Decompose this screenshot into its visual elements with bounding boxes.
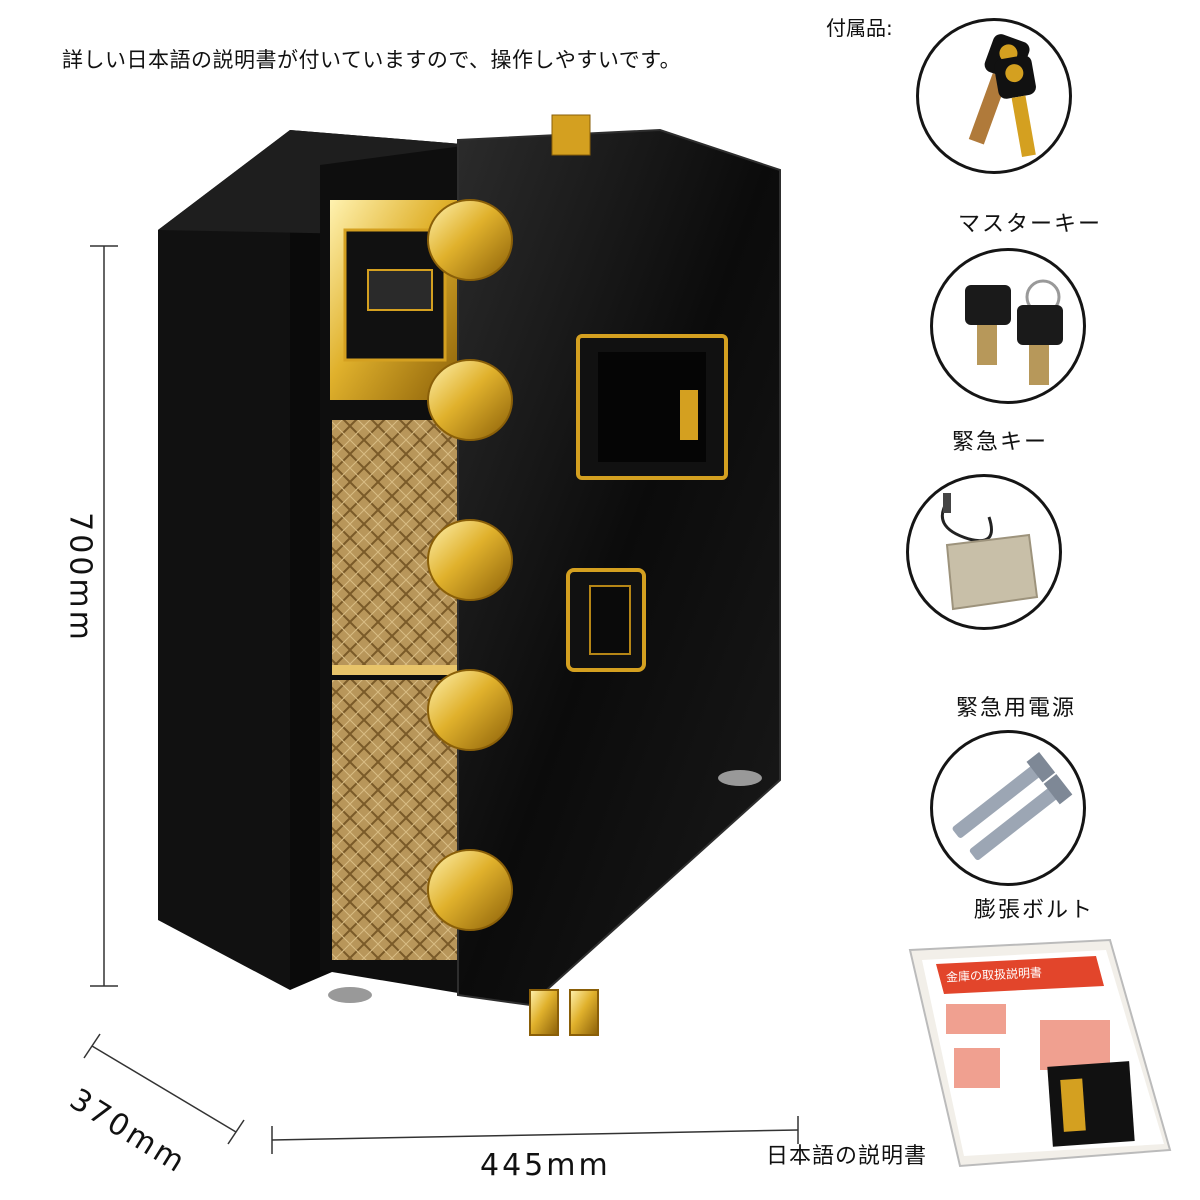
manual-booklet [908,938,1172,1168]
safe-illustration [158,114,781,1036]
width-dimension-label: 445mm [480,1148,611,1183]
emergency-key-icon [965,279,1063,385]
accessory-label-emergency-key: 緊急キー [951,430,1048,455]
emergency-power-circle [906,474,1062,630]
headline-text: 詳しい日本語の説明書が付いていますので、操作しやすいです。 [62,48,682,72]
expansion-bolt-circle [930,730,1086,886]
manual-caption: 日本語の説明書 [766,1144,928,1169]
emergency-power-icon [940,493,1039,611]
emergency-key-circle [930,248,1086,404]
width-dimension-line [271,1129,799,1141]
height-dimension-label: 700mm [62,512,98,643]
accessory-label-emergency-power: 緊急用電源 [955,696,1076,721]
depth-dimension-line [91,1045,237,1133]
master-key-circle [916,18,1072,174]
master-key-icon [968,34,1036,158]
expansion-bolt-icon [952,751,1073,861]
accessory-label-expansion-bolt: 膨張ボルト [973,898,1094,923]
accessories-title: 付属品: [826,16,893,40]
accessory-label-master-key: マスターキー [957,212,1102,237]
